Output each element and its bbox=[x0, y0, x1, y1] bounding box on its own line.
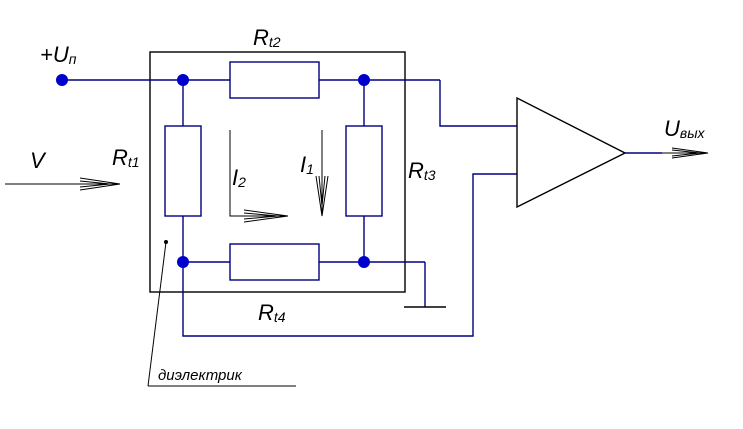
current-i2-arrow bbox=[229, 130, 289, 223]
current-i1-label: I1 bbox=[300, 152, 314, 177]
resistor-rt3 bbox=[345, 125, 383, 217]
velocity-label: V bbox=[30, 148, 47, 173]
resistor-rt2-label: Rt2 bbox=[253, 25, 281, 50]
dielectric-leader bbox=[147, 240, 296, 387]
resistor-rt1-label: Rt1 bbox=[112, 145, 140, 170]
node-top-left bbox=[177, 74, 189, 86]
current-i1-arrow bbox=[315, 130, 329, 217]
resistor-rt4-label: Rt4 bbox=[258, 300, 286, 325]
resistor-rt2 bbox=[229, 61, 320, 99]
output-label: Uвых bbox=[664, 116, 706, 141]
node-bottom-right bbox=[358, 256, 370, 268]
resistor-rt4 bbox=[229, 243, 320, 281]
supply-label: +Uп bbox=[40, 42, 77, 67]
supply-terminal bbox=[56, 74, 68, 86]
node-bottom-left bbox=[177, 256, 189, 268]
velocity-arrow bbox=[5, 177, 121, 191]
amplifier bbox=[516, 96, 627, 209]
amp-input-wire-top bbox=[439, 80, 517, 127]
resistor-rt3-label: Rt3 bbox=[408, 158, 436, 183]
current-i2-label: I2 bbox=[232, 165, 246, 190]
node-top-right bbox=[358, 74, 370, 86]
amp-input-wire-bottom bbox=[182, 173, 517, 337]
dielectric-label: диэлектрик bbox=[158, 367, 243, 384]
resistor-rt1 bbox=[164, 125, 202, 217]
dielectric-substrate bbox=[149, 51, 406, 293]
output-arrow bbox=[662, 147, 709, 159]
